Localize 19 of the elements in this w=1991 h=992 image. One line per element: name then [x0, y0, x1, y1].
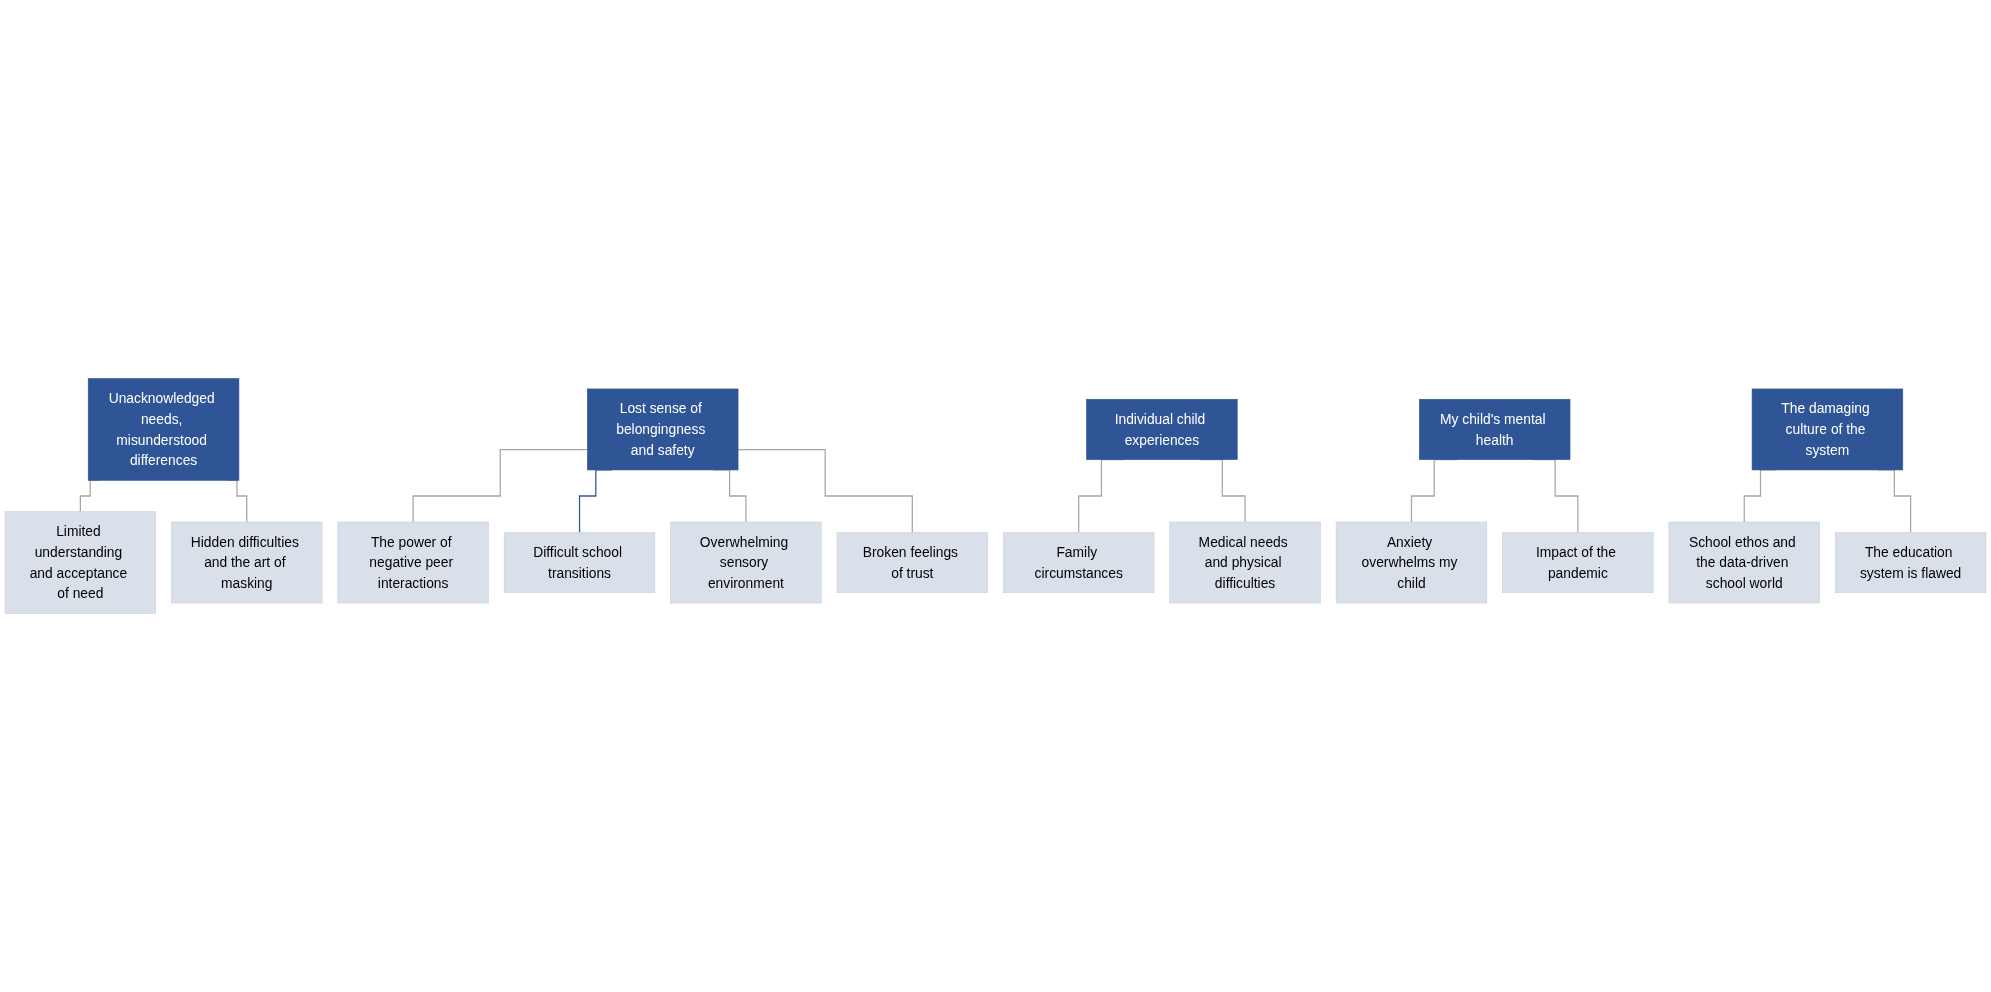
node-box: The education system is flawed [1834, 532, 1987, 593]
node-box: Individual child experiences [1086, 399, 1238, 460]
node-box: The damaging culture of the system [1751, 388, 1904, 471]
connector [412, 448, 588, 523]
node-box: My child's mental health [1419, 399, 1571, 460]
node-box: Medical needs and physical difficulties [1169, 521, 1321, 604]
node-box: Lost sense of belongingness and safety [587, 388, 739, 471]
connector [737, 448, 913, 534]
node-box: Hidden difficulties and the art of masking [171, 521, 323, 604]
node-box: Broken feelings of trust [836, 532, 988, 593]
node-box: Overwhelming sensory environment [670, 521, 822, 604]
node-box: Difficult school transitions [503, 532, 656, 593]
node-box: The power of negative peer interactions [337, 521, 489, 604]
node-box: Impact of the pandemic [1502, 532, 1654, 593]
node-box: Limited understanding and acceptance of need [4, 511, 157, 614]
node-box: Family circumstances [1003, 532, 1155, 593]
node-box: School ethos and the data-driven school world [1668, 521, 1820, 604]
node-box: Unacknowledged needs, misunderstood differences [87, 378, 240, 481]
node-box: Anxiety overwhelms my child [1335, 521, 1488, 604]
